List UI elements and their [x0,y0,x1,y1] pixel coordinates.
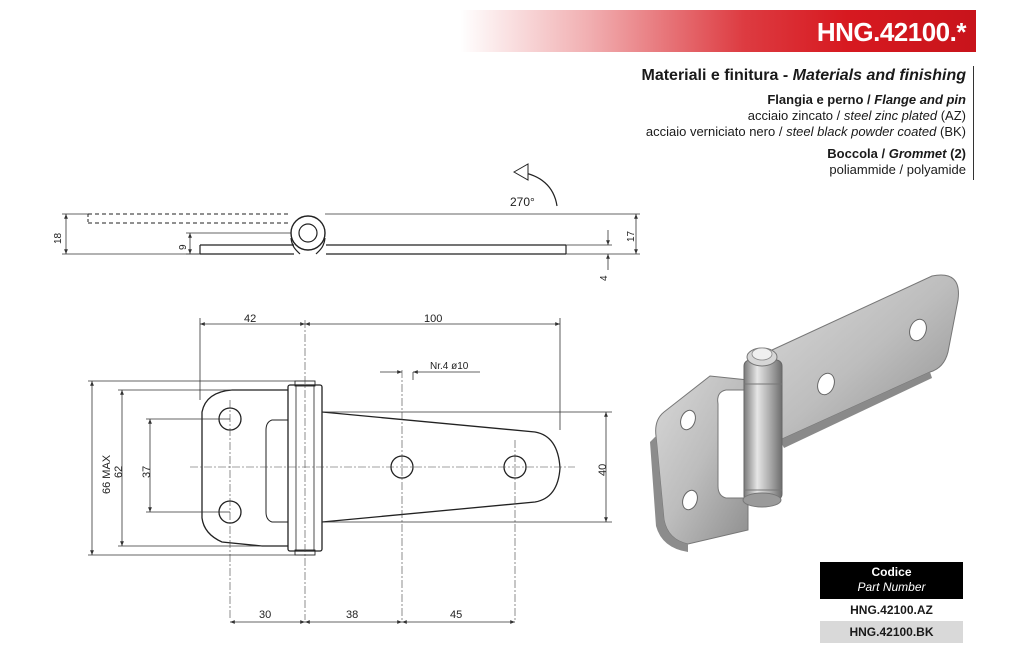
materials-title: Materiali e finitura - Materials and fin… [641,67,967,84]
dim-42: 42 [244,313,256,325]
dim-4: 4 [599,275,610,281]
part-number-row: HNG.42100.AZ [850,603,933,617]
material-line-az: acciaio zincato / steel zinc plated (AZ) [747,108,966,123]
part-number-table: Codice Part Number HNG.42100.AZ HNG.4210… [820,562,963,643]
rotation-angle: 270° [510,195,535,209]
side-view-dimensions [62,163,640,270]
dim-62: 62 [113,466,125,478]
dim-66-max: 66 MAX [101,454,113,494]
flange-heading: Flangia e perno / Flange and pin [767,92,966,107]
front-view-dimensions [88,318,612,624]
header-bar [460,10,976,52]
dim-17: 17 [626,230,637,242]
hole-spec: Nr.4 ø10 [430,361,469,372]
grommet-heading: Boccola / Grommet (2) [827,146,966,161]
dim-37: 37 [141,466,153,478]
grommet-material: poliammide / polyamide [829,162,966,177]
dim-30: 30 [259,609,271,621]
part-number-row: HNG.42100.BK [820,621,963,643]
front-view [201,380,561,556]
dim-9: 9 [178,244,189,250]
side-view [87,213,567,255]
dim-40: 40 [597,464,609,476]
materials-divider [973,66,974,180]
front-view-centerlines [190,320,575,620]
dim-38: 38 [346,609,358,621]
dim-45: 45 [450,609,462,621]
product-code-title: HNG.42100.* [816,17,967,47]
dim-18: 18 [53,232,64,244]
part-number-header: Codice Part Number [820,562,963,599]
materials-block: Materiali e finitura - Materials and fin… [506,66,967,178]
hinge-render [650,274,959,552]
material-line-bk: acciaio verniciato nero / steel black po… [645,124,966,139]
dim-100: 100 [424,313,442,325]
